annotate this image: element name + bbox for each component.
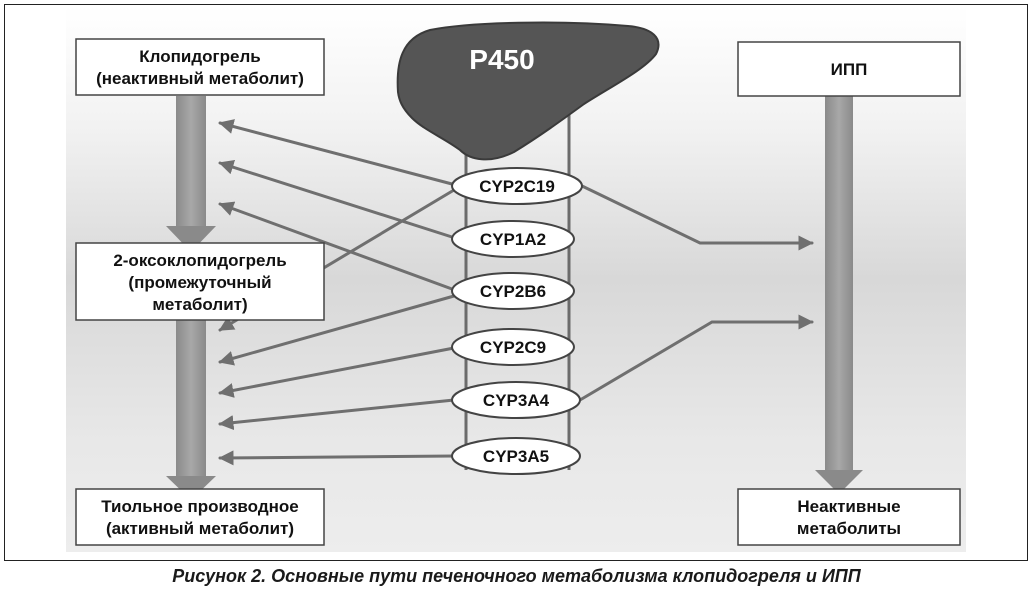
enzyme-cyp2b6: CYP2B6 — [451, 272, 575, 310]
arrow-cyp2b6-to-top — [218, 201, 454, 291]
svg-text:Неактивные: Неактивные — [797, 497, 900, 516]
svg-text:CYP1A2: CYP1A2 — [480, 230, 546, 249]
enzyme-cyp3a5: CYP3A5 — [451, 437, 581, 475]
svg-text:CYP3A5: CYP3A5 — [483, 447, 549, 466]
svg-text:ИПП: ИПП — [831, 60, 868, 79]
svg-text:Тиольное производное: Тиольное производное — [101, 497, 298, 516]
liver-shape — [396, 21, 660, 161]
svg-text:Клопидогрель: Клопидогрель — [139, 47, 260, 66]
box-ppi: ИПП — [737, 41, 961, 97]
box-oxoclopidogrel: 2-оксоклопидогрель (промежуточный метабо… — [75, 242, 325, 321]
pathway-arrows — [218, 119, 814, 466]
svg-text:CYP3A4: CYP3A4 — [483, 391, 550, 410]
svg-text:(активный метаболит): (активный метаболит) — [106, 519, 294, 538]
right-main-arrow — [815, 96, 863, 494]
arrow-cyp1a2-to-top — [218, 159, 454, 239]
enzyme-cyp2c9: CYP2C9 — [451, 328, 575, 366]
arrow-cyp2c19-to-ppi — [578, 183, 814, 251]
svg-text:CYP2C19: CYP2C19 — [479, 177, 555, 196]
arrow-cyp3a4-to-bottom — [218, 398, 456, 431]
enzyme-list: CYP2C19 CYP1A2 CYP2B6 CYP2C9 CYP3A4 CYP3… — [451, 167, 583, 475]
svg-text:CYP2B6: CYP2B6 — [480, 282, 546, 301]
box-thiol-derivative: Тиольное производное (активный метаболит… — [75, 488, 325, 546]
arrow-cyp2b6-to-bottom — [218, 294, 456, 366]
svg-text:(промежуточный: (промежуточный — [128, 273, 271, 292]
liver-label: P450 — [469, 44, 534, 75]
left-main-arrow — [166, 96, 216, 500]
svg-text:2-оксоклопидогрель: 2-оксоклопидогрель — [113, 251, 286, 270]
arrow-cyp2c19-to-top — [218, 119, 454, 186]
enzyme-cyp1a2: CYP1A2 — [451, 220, 575, 258]
enzyme-cyp3a4: CYP3A4 — [451, 381, 581, 419]
svg-text:метаболиты: метаболиты — [797, 519, 901, 538]
figure-caption: Рисунок 2. Основные пути печеночного мет… — [172, 566, 861, 586]
arrow-cyp3a5-to-bottom — [218, 450, 456, 466]
box-inactive-metabolites: Неактивные метаболиты — [737, 488, 961, 546]
svg-text:(неактивный метаболит): (неактивный метаболит) — [96, 69, 304, 88]
arrow-cyp3a4-to-ppi — [578, 314, 814, 402]
box-clopidogrel: Клопидогрель (неактивный метаболит) — [75, 38, 325, 96]
enzyme-cyp2c19: CYP2C19 — [451, 167, 583, 205]
svg-text:метаболит): метаболит) — [152, 295, 247, 314]
svg-text:CYP2C9: CYP2C9 — [480, 338, 546, 357]
arrow-cyp2c9-to-bottom — [218, 346, 456, 398]
